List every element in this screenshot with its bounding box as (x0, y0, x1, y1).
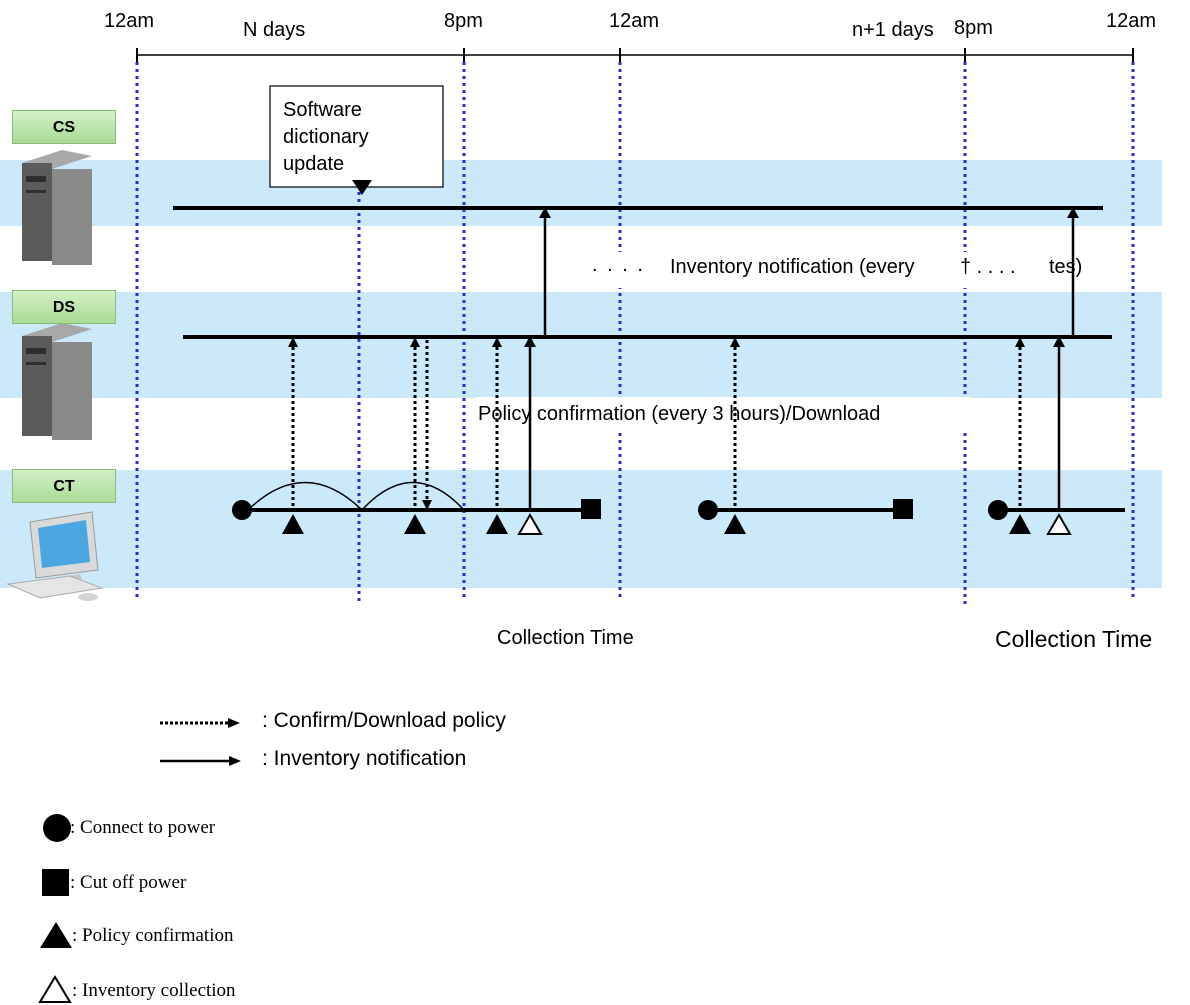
policy-confirmation-label: Policy confirmation (every 3 hours)/Down… (478, 403, 881, 425)
software-update-label: Software dictionary update (283, 97, 369, 178)
legend-circle-symbol (43, 814, 71, 842)
inventory-arrows-ds-cs (543, 216, 1075, 335)
legend-circle-label: : Connect to power (70, 817, 216, 838)
cut-power-markers (581, 499, 913, 519)
legend-square-label: : Cut off power (70, 872, 187, 893)
time-label-8pm: 8pm (444, 10, 483, 32)
update-marker-triangle (352, 180, 372, 195)
time-label-12am-end: 12am (1106, 10, 1157, 32)
software-update-line-3: update (283, 153, 345, 175)
cs-server-icon (22, 150, 92, 265)
time-label-12am-start: 12am (104, 10, 155, 32)
inventory-collection-markers (517, 513, 1072, 535)
ds-tag: DS (12, 290, 116, 324)
policy-interval-arcs (247, 481, 465, 511)
legend-open-triangle-symbol (38, 975, 72, 1003)
software-update-box (269, 85, 444, 188)
ds-band (0, 292, 1162, 398)
time-label-8pm-next: 8pm (954, 17, 993, 39)
legend-dotted-arrow-label: : Confirm/Download policy (262, 709, 506, 732)
inventory-notification-fragment-b: tes) (1049, 256, 1083, 278)
time-label-12am-mid: 12am (609, 10, 660, 32)
ellipsis-dots: . . . . (592, 254, 645, 276)
collection-time-label-1: Collection Time (497, 627, 634, 649)
time-axis-ticks (136, 48, 1134, 62)
legend-solid-arrow-label: : Inventory notification (262, 747, 467, 770)
time-label-n-days: N days (243, 19, 306, 41)
legend-open-triangle-label: : Inventory collection (72, 980, 236, 1001)
time-label-n1-days: n+1 days (852, 19, 934, 41)
collection-time-label-2: Collection Time (995, 626, 1153, 652)
connect-power-markers (232, 500, 1008, 520)
legend-dotted-arrow-symbol (160, 718, 240, 728)
ct-tag: CT (12, 469, 116, 503)
ds-server-icon (22, 323, 92, 440)
software-update-line-2: dictionary (283, 126, 369, 148)
inventory-notification-fragment-a: † . . . . (960, 256, 1016, 278)
software-update-line-1: Software (283, 99, 362, 121)
policy-confirmation-markers (282, 514, 1031, 534)
legend-square-symbol (42, 869, 69, 896)
legend-filled-triangle-label: : Policy confirmation (72, 925, 234, 946)
ct-computer-icon (6, 511, 104, 601)
cs-tag: CS (12, 110, 116, 144)
inventory-notification-label: Inventory notification (every (670, 256, 915, 278)
ct-band (0, 470, 1162, 588)
policy-arrows (291, 340, 1022, 512)
inventory-arrows-ct-ds (528, 345, 1061, 510)
legend-filled-triangle-symbol (40, 922, 72, 948)
legend-solid-arrow-symbol (160, 756, 241, 766)
cs-band (0, 160, 1162, 226)
